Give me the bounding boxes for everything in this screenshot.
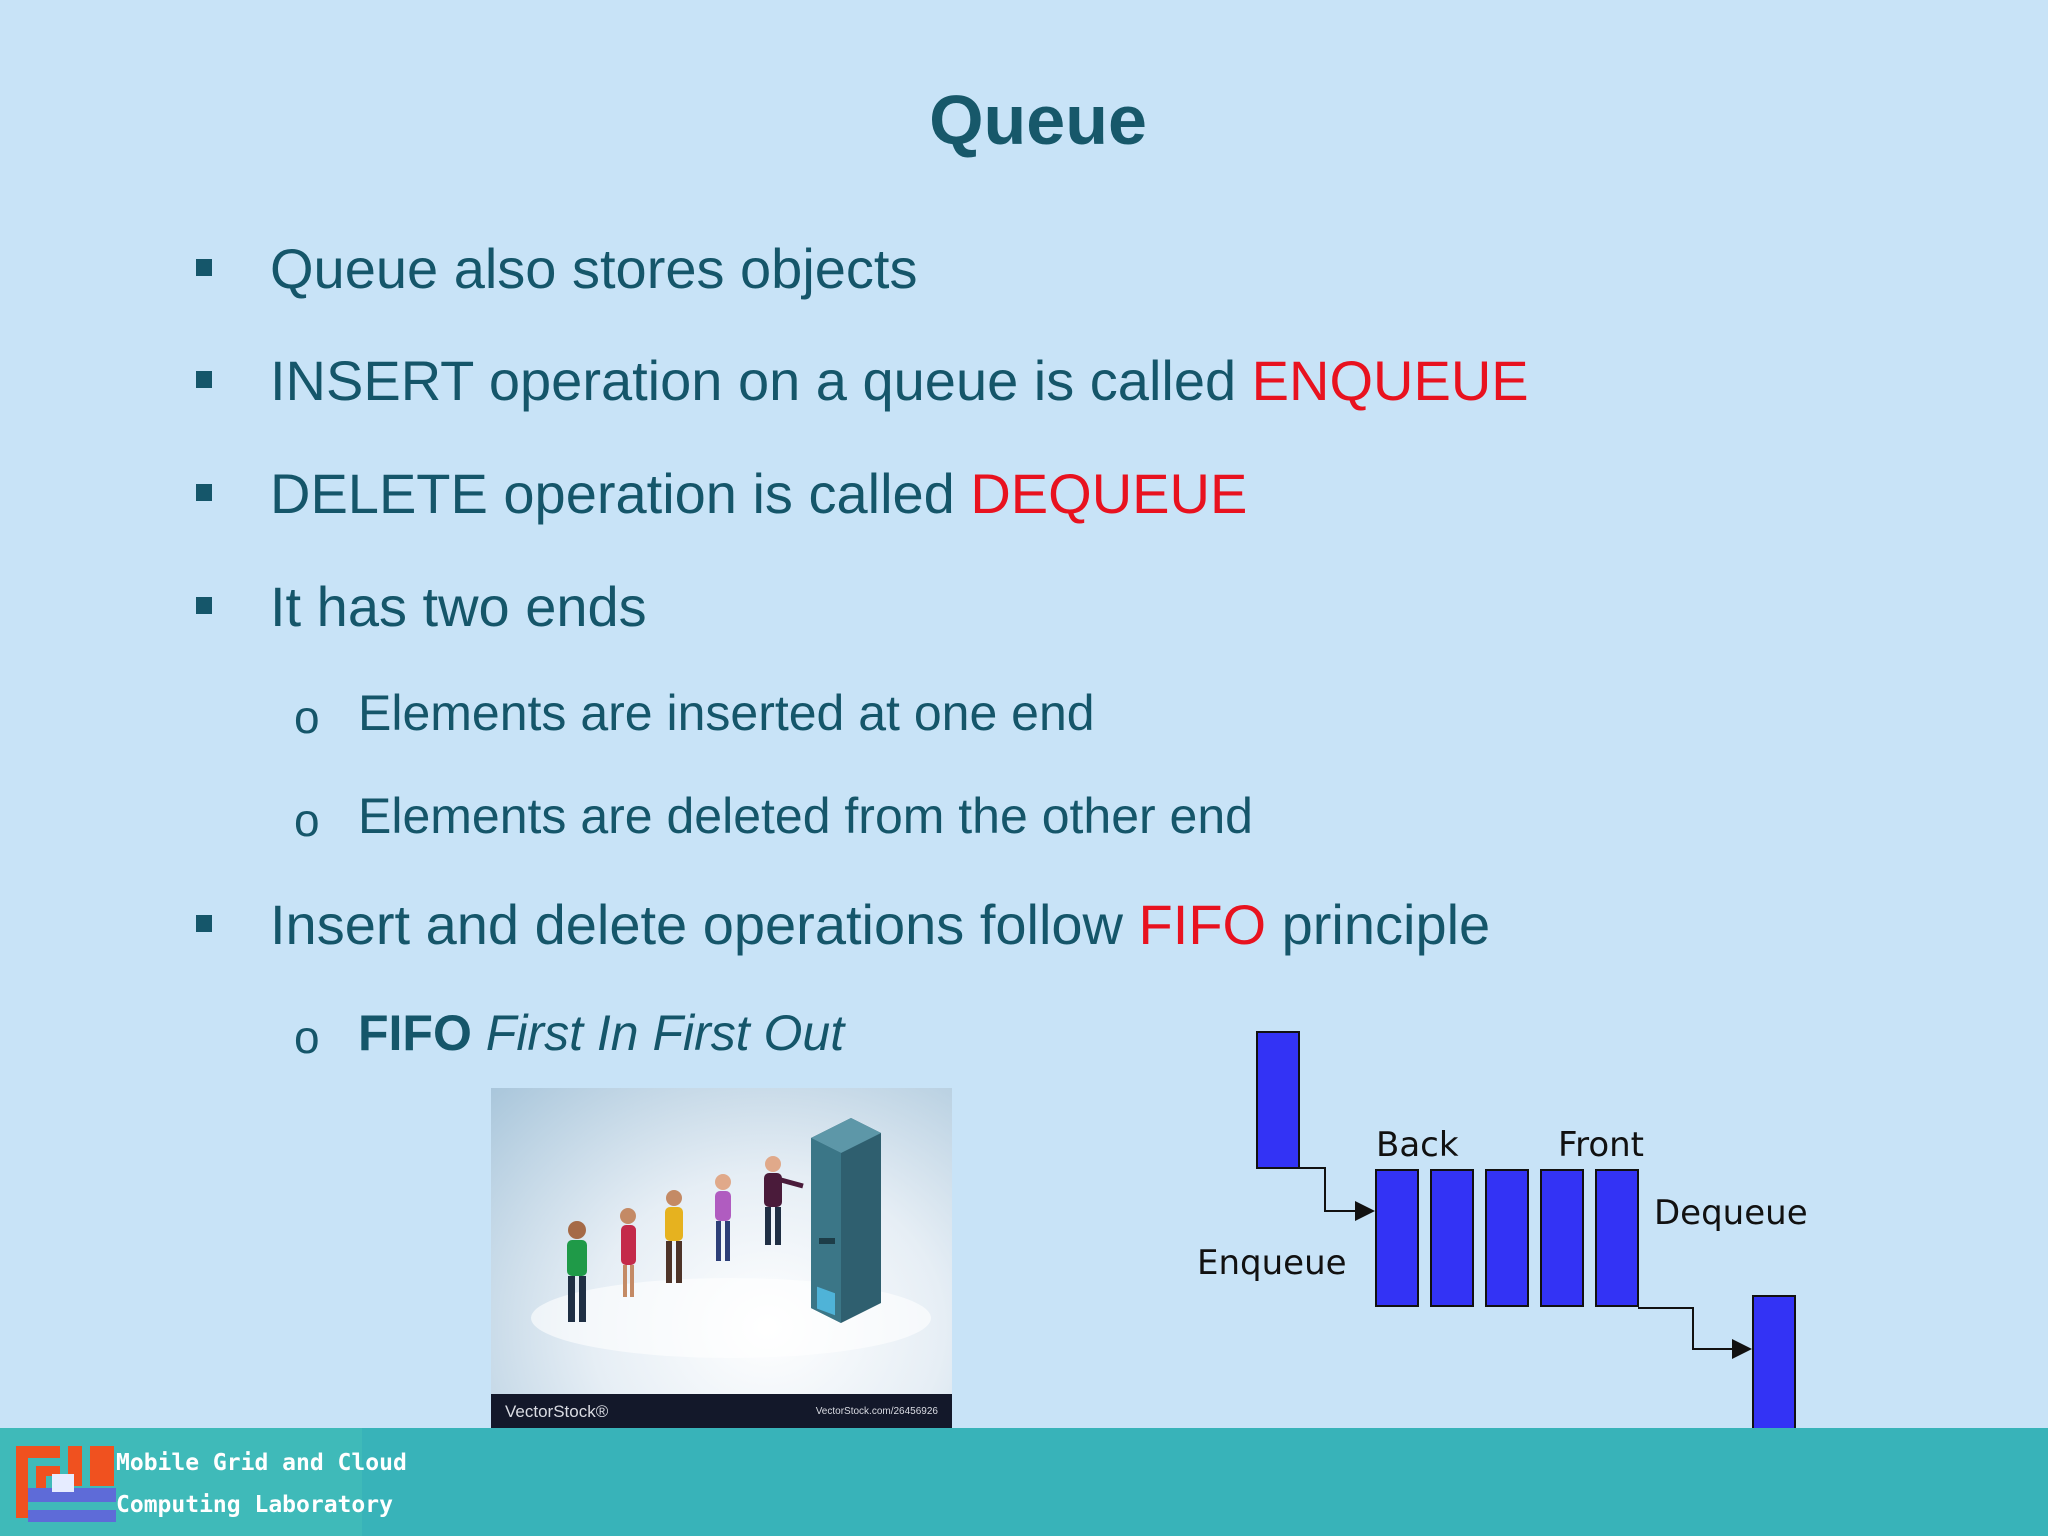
lab-logo-icon [16,1446,116,1522]
logo-line-1: Mobile Grid and Cloud [116,1450,407,1476]
outgoing-block [1752,1295,1796,1435]
bullet-item: It has two ends [270,574,647,639]
footer-bar: Mobile Grid and Cloud Computing Laborato… [0,1428,2048,1536]
queue-block [1375,1169,1419,1307]
bullet-text: It has two ends [270,575,647,638]
bullet-square-icon [196,259,212,276]
queue-block [1485,1169,1529,1307]
bullet-text: DELETE operation is called [270,462,971,525]
bullet-square-icon [196,484,212,501]
bullet-text-after: principle [1266,893,1491,956]
sub-bullet-circle-icon: o [294,1011,320,1063]
queue-illustration: VectorStock® VectorStock.com/26456926 [491,1088,952,1430]
bullet-square-icon [196,371,212,388]
highlight-enqueue: ENQUEUE [1251,349,1529,412]
sub-bullet-circle-icon: o [294,794,320,846]
people-queue-icon [531,1118,931,1358]
enqueue-arrow [1278,1167,1375,1221]
dequeue-label: Dequeue [1654,1193,1808,1233]
bullet-item: DELETE operation is called DEQUEUE [270,461,1247,526]
sub-bullet-text: Elements are deleted from the other end [358,788,1253,844]
incoming-block [1256,1031,1300,1169]
back-label: Back [1376,1125,1459,1165]
queue-diagram: Back Front Enqueue Dequeue [1197,1031,1808,1435]
atm-icon [811,1118,881,1323]
bullet-item: Queue also stores objects [270,236,917,301]
slide-title: Queue [929,81,1147,159]
illustration-brand: VectorStock® [505,1402,609,1421]
logo-line-2: Computing Laboratory [116,1492,393,1518]
fifo-italic: First In First Out [485,1005,845,1061]
enqueue-label: Enqueue [1197,1243,1347,1283]
front-label: Front [1558,1125,1644,1165]
sub-bullet-item: Elements are inserted at one end [358,684,1095,742]
illustration-ref: VectorStock.com/26456926 [815,1406,938,1417]
highlight-fifo: FIFO [1138,893,1267,956]
queue-block [1540,1169,1584,1307]
bullet-text: Queue also stores objects [270,237,918,300]
bullet-text: Insert and delete operations follow [270,893,1139,956]
dequeue-arrow [1638,1307,1752,1359]
bullet-item: Insert and delete operations follow FIFO… [270,892,1490,957]
queue-block [1595,1169,1639,1307]
highlight-dequeue: DEQUEUE [970,462,1248,525]
lab-logo: Mobile Grid and Cloud Computing Laborato… [0,1428,407,1536]
sub-bullet-item: FIFO First In First Out [358,1004,844,1062]
bullet-square-icon [196,597,212,614]
sub-bullet-circle-icon: o [294,691,320,743]
bullet-square-icon [196,915,212,932]
fifo-bold: FIFO [358,1005,472,1061]
sub-bullet-item: Elements are deleted from the other end [358,787,1253,845]
queue-block [1430,1169,1474,1307]
bullet-item: INSERT operation on a queue is called EN… [270,348,1529,413]
bullet-text: INSERT operation on a queue is called [270,349,1252,412]
sub-bullet-text: Elements are inserted at one end [358,685,1095,741]
illustration-credit-bar: VectorStock® VectorStock.com/26456926 [491,1394,952,1430]
